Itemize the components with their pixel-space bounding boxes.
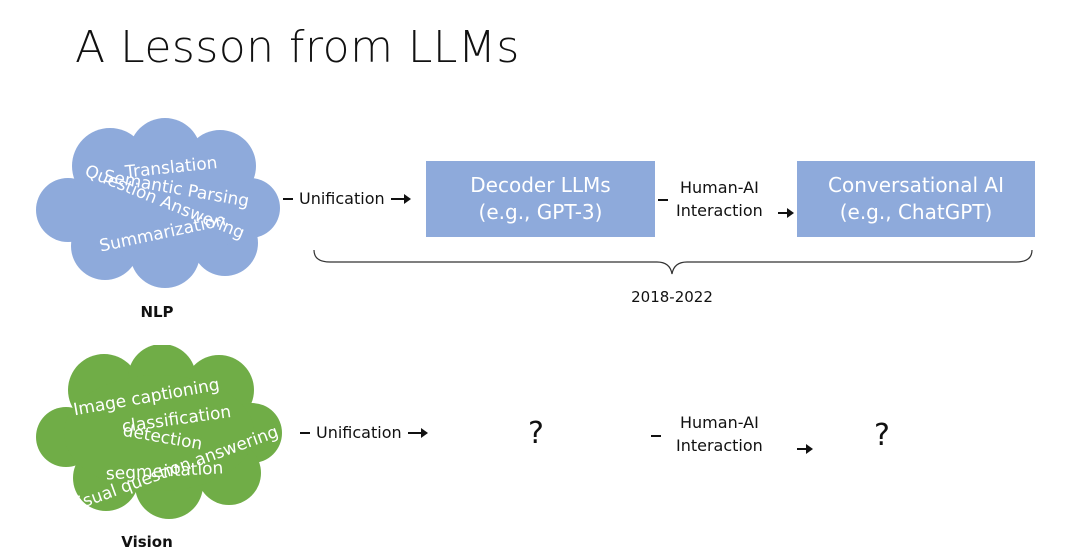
interaction-label: Interaction: [676, 201, 763, 220]
vision-cloud: Image captioning classification detectio…: [36, 345, 282, 519]
arrow-right-icon: [797, 444, 814, 454]
vision-unknown-model: ?: [528, 416, 544, 451]
interaction-label: Interaction: [676, 436, 763, 455]
conversational-ai-box: Conversational AI (e.g., ChatGPT): [797, 161, 1035, 237]
slide-title: A Lesson from LLMs: [75, 22, 520, 73]
dash-line: [651, 435, 661, 437]
human-ai-label: Human-AI: [680, 413, 759, 432]
decoder-llms-box: Decoder LLMs (e.g., GPT-3): [426, 161, 655, 237]
nlp-cloud: Translation Semantic Parsing Question An…: [36, 118, 280, 288]
dash-line: [283, 197, 293, 200]
decoder-llms-example: (e.g., GPT-3): [478, 200, 603, 224]
arrow-right-icon: [390, 193, 411, 204]
vision-human-ai-edge: Human-AI Interaction: [676, 411, 763, 457]
vision-unknown-conversational: ?: [874, 418, 890, 453]
conversational-ai-example: (e.g., ChatGPT): [839, 200, 993, 224]
period-brace: [313, 249, 1033, 275]
human-ai-label: Human-AI: [680, 178, 759, 197]
nlp-caption: NLP: [140, 303, 174, 321]
arrow-right-icon: [778, 208, 794, 218]
vision-unification-label: Unification: [316, 423, 402, 442]
nlp-unification-edge: Unification: [283, 189, 411, 208]
conversational-ai-title: Conversational AI: [828, 173, 1004, 197]
vision-caption: Vision: [121, 533, 173, 551]
dash-line: [300, 431, 310, 434]
dash-line: [658, 199, 668, 201]
vision-unification-edge: Unification: [300, 423, 428, 442]
nlp-human-ai-edge: Human-AI Interaction: [676, 176, 763, 222]
nlp-unification-label: Unification: [299, 189, 385, 208]
period-label: 2018-2022: [631, 288, 713, 306]
decoder-llms-title: Decoder LLMs: [470, 173, 611, 197]
arrow-right-icon: [407, 427, 428, 438]
